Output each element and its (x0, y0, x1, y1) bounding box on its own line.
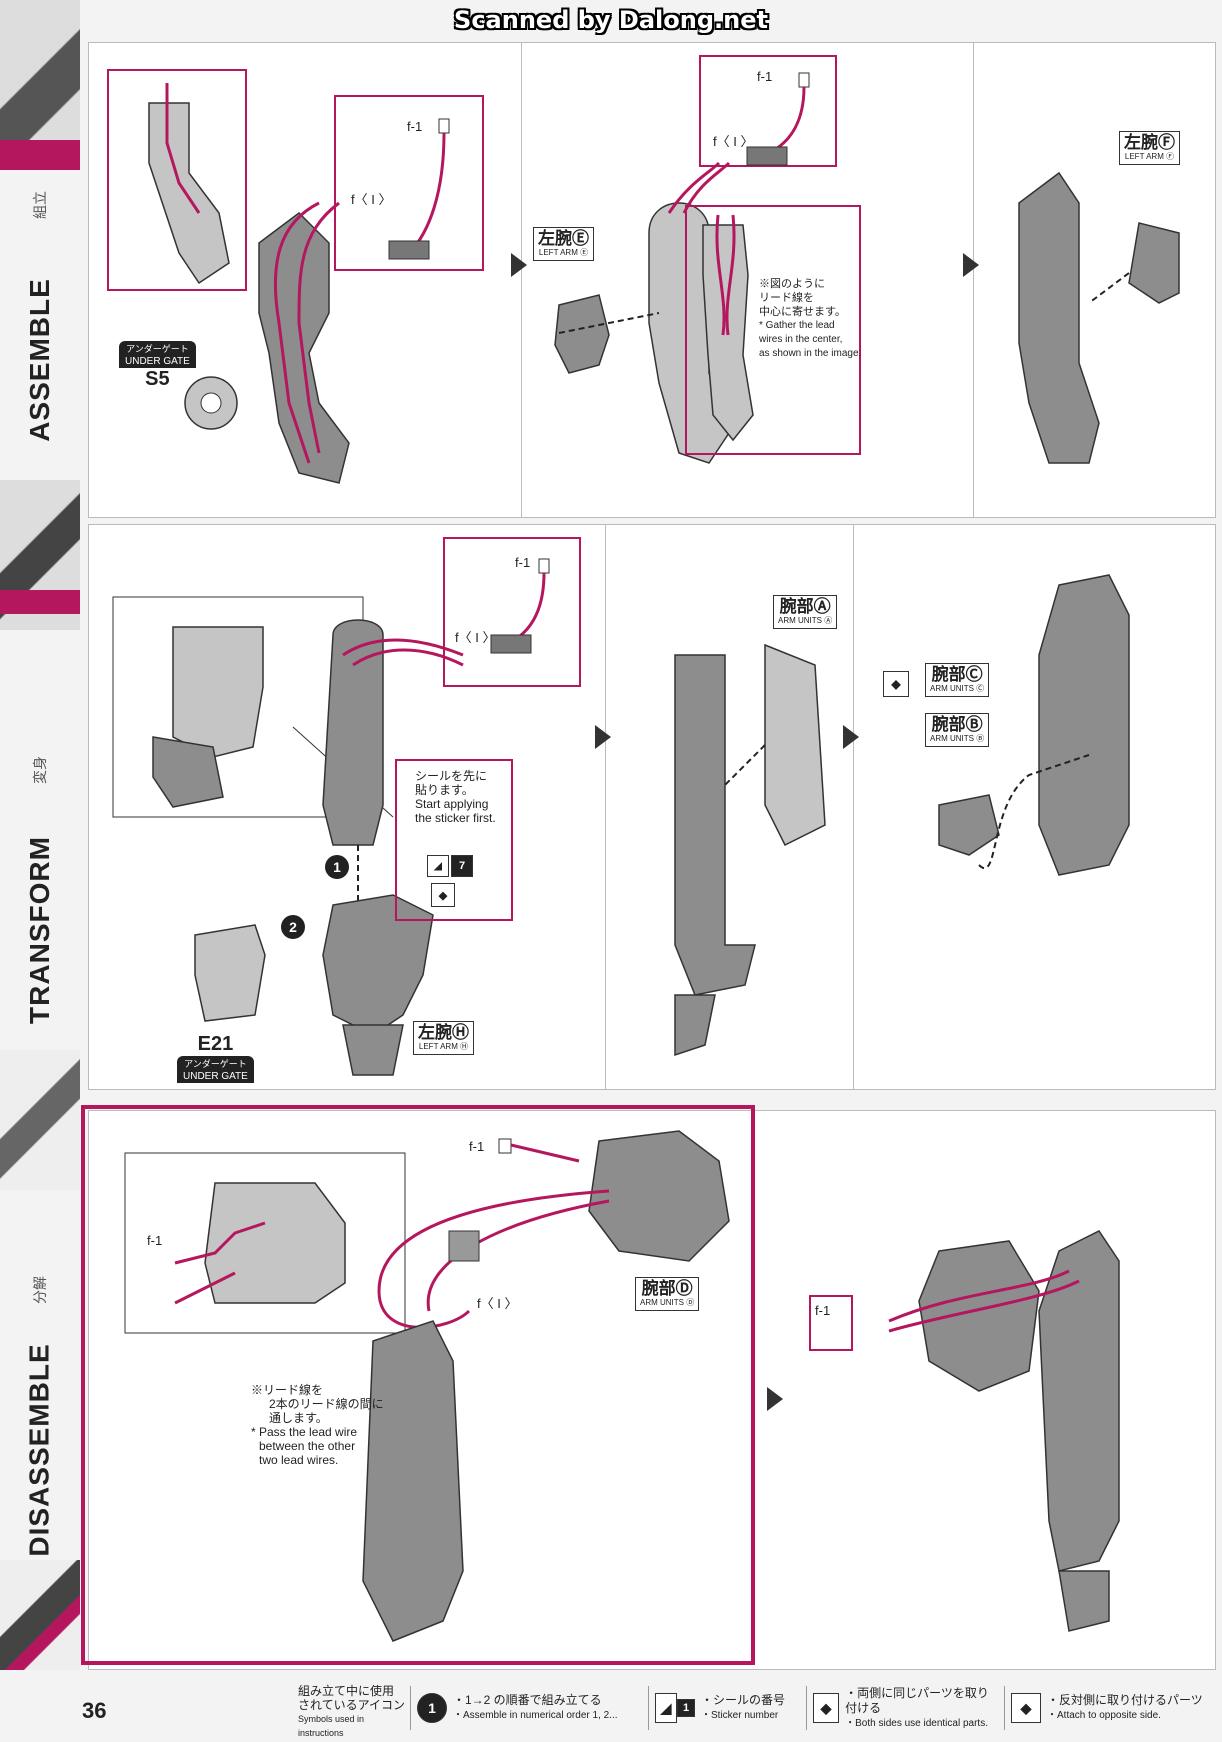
highlight-frame (81, 1105, 755, 1665)
f1-label-b: f-1 (757, 69, 773, 84)
sticker-note-box (395, 759, 513, 921)
inset-part-illustration (148, 83, 230, 285)
panel-step-2: f-1 f〈 I 〉 1 2 E21 アンダーゲート UNDER GATE 左腕… (88, 524, 1216, 1090)
part-label-left-arm-f: 左腕Ⓕ LEFT ARM Ⓕ (1119, 131, 1180, 165)
legend-title: 組み立て中に使用 されているアイコン Symbols used in instr… (298, 1684, 406, 1738)
inset-detail (124, 1152, 406, 1334)
sidebar-band-top (0, 0, 80, 160)
arm-e-part-illustration (554, 294, 610, 374)
section-label-disassemble: DISASSEMBLE (24, 1343, 55, 1557)
step-arrow (843, 725, 859, 749)
step-arrow (511, 253, 527, 277)
step-number-icon: 1 (417, 1693, 447, 1723)
legend-item-both-sides: ◆ ・両側に同じパーツを取り付ける・Both sides use identic… (806, 1686, 1000, 1730)
lower-arm-illustration (362, 1320, 464, 1642)
section-label-assemble: ASSEMBLE (24, 278, 56, 442)
connector-detail-box-b (699, 55, 837, 167)
inset-detail-box (107, 69, 247, 291)
step-number-2: 2 (281, 915, 305, 939)
legend-item-opposite-side: ◆ ・反対側に取り付けるパーツ・Attach to opposite side. (1004, 1686, 1216, 1730)
section-label-transform: TRANSFORM (24, 836, 55, 1024)
forearm-illustration (322, 619, 464, 1076)
connector-wire-b (746, 72, 810, 166)
part-label-arm-units-d: 腕部Ⓓ ARM UNITS Ⓓ (635, 1277, 700, 1311)
connector-detail-box (443, 537, 581, 687)
shoulder-part-illustration (498, 1130, 730, 1262)
arm-units-a-illustration (674, 643, 826, 1057)
inset-hand-detail (112, 596, 394, 818)
part-label-left-arm-h: 左腕Ⓗ LEFT ARM Ⓗ (413, 1021, 474, 1055)
fI-label: f〈 I 〉 (477, 1296, 518, 1311)
fI-label: f〈 I 〉 (455, 630, 496, 645)
under-gate-badge: アンダーゲート UNDER GATE S5 (119, 341, 196, 391)
sidebar-band-low (0, 1050, 80, 1190)
connector-detail-box-right (809, 1295, 853, 1351)
sticker-number-badge: 7 (451, 855, 473, 877)
panel-step-1: f-1 f〈 I 〉 アンダーゲート UNDER GATE S5 f-1 f〈 … (88, 42, 1216, 518)
section-sub-transform: 変身 (32, 756, 48, 784)
connector-wire (388, 118, 450, 260)
under-gate-badge: E21 アンダーゲート UNDER GATE (177, 1033, 254, 1083)
both-sides-icon: ◆ (813, 1693, 840, 1723)
legend-item-sticker-number: ◢ 1 ・シールの番号・Sticker number (648, 1686, 800, 1730)
f1-label-right: f-1 (815, 1303, 831, 1318)
step-arrow (963, 253, 979, 277)
f1-label-inset: f-1 (147, 1233, 163, 1248)
sidebar-accent-stripe (0, 140, 80, 170)
section-sub-disassemble: 分解 (32, 1276, 48, 1304)
f1-label: f-1 (515, 555, 531, 570)
sticker-icon: ◢ (655, 1693, 677, 1723)
wire-center-illustration (702, 214, 754, 442)
sticker-icon: ◢ (427, 855, 449, 877)
sidebar: ASSEMBLE 組立 TRANSFORM 変身 DISASSEMBLE 分解 (0, 0, 80, 1742)
page-number: 36 (82, 1698, 107, 1723)
upper-arm-illustration (258, 201, 350, 484)
wire-pass-note: ※リード線を 2本のリード線の間に 通します。 * Pass the lead … (251, 1383, 384, 1467)
both-sides-icon: ◆ (431, 883, 455, 907)
fI-label-b: f〈 I 〉 (713, 134, 754, 149)
arm-f-assembly-illustration (1018, 171, 1180, 464)
step-number-1: 1 (325, 855, 349, 879)
part-label-left-arm-e: 左腕Ⓔ LEFT ARM Ⓔ (533, 227, 594, 261)
wire-center-note: ※図のように リード線を 中心に寄せます。 * Gather the lead … (759, 278, 862, 359)
section-sub-assemble: 組立 (32, 191, 48, 219)
opposite-side-icon: ◆ (1011, 1693, 1041, 1723)
arm-assembly-illustration (938, 574, 1130, 876)
sticker-note: シールを先に 貼ります。 Start applying the sticker … (415, 769, 496, 825)
final-arm-assembly-illustration (888, 1230, 1120, 1632)
fI-label: f〈 I 〉 (351, 192, 392, 207)
part-label-arm-units-a: 腕部Ⓐ ARM UNITS Ⓐ (773, 595, 838, 629)
joint-part-illustration (184, 376, 238, 430)
wire-center-detail-box (685, 205, 861, 455)
cover-part-illustration (194, 924, 266, 1022)
step-arrow (595, 725, 611, 749)
part-label-arm-units-b: 腕部Ⓑ ARM UNITS Ⓑ (925, 713, 990, 747)
f1-label: f-1 (407, 119, 423, 134)
f1-label: f-1 (469, 1139, 485, 1154)
step-arrow (767, 1387, 783, 1411)
footer-legend: 36 組み立て中に使用 されているアイコン Symbols used in in… (0, 1678, 1222, 1742)
connector-detail-box (334, 95, 484, 271)
sticker-number-badge: 1 (677, 1699, 695, 1717)
legend-item-assemble-order: 1 ・1→2 の順番で組み立てる・Assemble in numerical o… (410, 1686, 642, 1730)
sidebar-accent-stripe-2 (0, 590, 80, 614)
connector-wire (490, 558, 550, 654)
watermark: Scanned by Dalong.net (454, 6, 768, 34)
sidebar-band-bottom (0, 1560, 80, 1670)
opposite-side-icon: ◆ (883, 671, 909, 697)
panel-step-3-highlighted: f-1 f-1 f〈 I 〉 腕部Ⓓ ARM UNITS Ⓓ ※リード線を 2本… (81, 1105, 1216, 1670)
part-label-arm-units-c: 腕部Ⓒ ARM UNITS Ⓒ (925, 663, 990, 697)
